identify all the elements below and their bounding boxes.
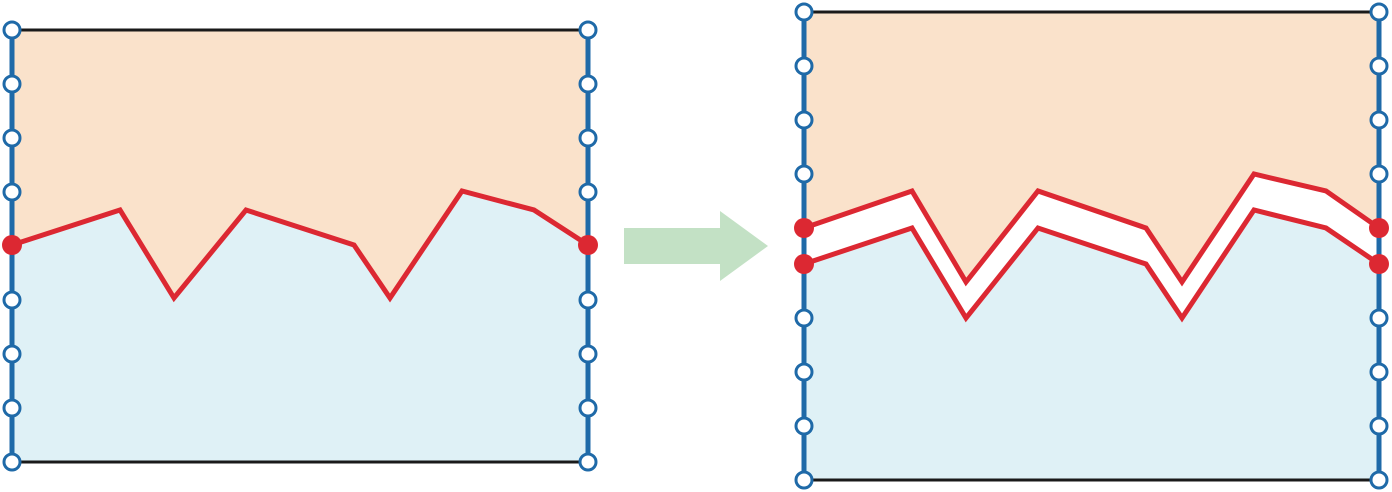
open-circle-node (578, 20, 598, 40)
lower-region (12, 191, 588, 462)
open-circle-node (578, 74, 598, 94)
open-circle-node (2, 20, 22, 40)
filled-circle-node (1369, 254, 1389, 274)
interface-line-lower (803, 207, 1381, 323)
open-circle-node (794, 110, 814, 130)
open-circle-node (2, 290, 22, 310)
upper-region (12, 30, 588, 298)
filled-circle-node (1369, 218, 1389, 238)
open-circle-node (794, 308, 814, 328)
open-circle-node (2, 452, 22, 472)
open-circle-node (2, 344, 22, 364)
open-circle-node (578, 344, 598, 364)
open-circle-node (578, 182, 598, 202)
open-circle-node (1369, 308, 1389, 328)
interface-line (11, 188, 590, 303)
arrow-right-icon (624, 211, 768, 281)
upper-region (804, 12, 1379, 282)
panel-before (2, 20, 598, 472)
open-circle-node (794, 362, 814, 382)
open-circle-node (2, 74, 22, 94)
open-circle-node (2, 128, 22, 148)
arrow-shape (624, 211, 768, 281)
open-circle-node (794, 416, 814, 436)
open-circle-node (578, 128, 598, 148)
open-circle-node (1369, 470, 1389, 490)
lower-region (804, 210, 1379, 480)
open-circle-node (1369, 362, 1389, 382)
open-circle-node (1369, 110, 1389, 130)
open-circle-node (2, 398, 22, 418)
open-circle-node (1369, 2, 1389, 22)
gap-region (804, 174, 1379, 318)
filled-circle-node (794, 254, 814, 274)
open-circle-node (1369, 56, 1389, 76)
panel-after (794, 2, 1389, 490)
open-circle-node (578, 452, 598, 472)
open-circle-node (578, 290, 598, 310)
open-circle-node (794, 56, 814, 76)
open-circle-node (1369, 164, 1389, 184)
open-circle-node (794, 470, 814, 490)
open-circle-node (2, 182, 22, 202)
filled-circle-node (794, 218, 814, 238)
filled-circle-node (578, 235, 598, 255)
interface-line-upper (803, 171, 1381, 287)
open-circle-node (794, 2, 814, 22)
filled-circle-node (2, 235, 22, 255)
open-circle-node (794, 164, 814, 184)
open-circle-node (1369, 416, 1389, 436)
open-circle-node (578, 398, 598, 418)
